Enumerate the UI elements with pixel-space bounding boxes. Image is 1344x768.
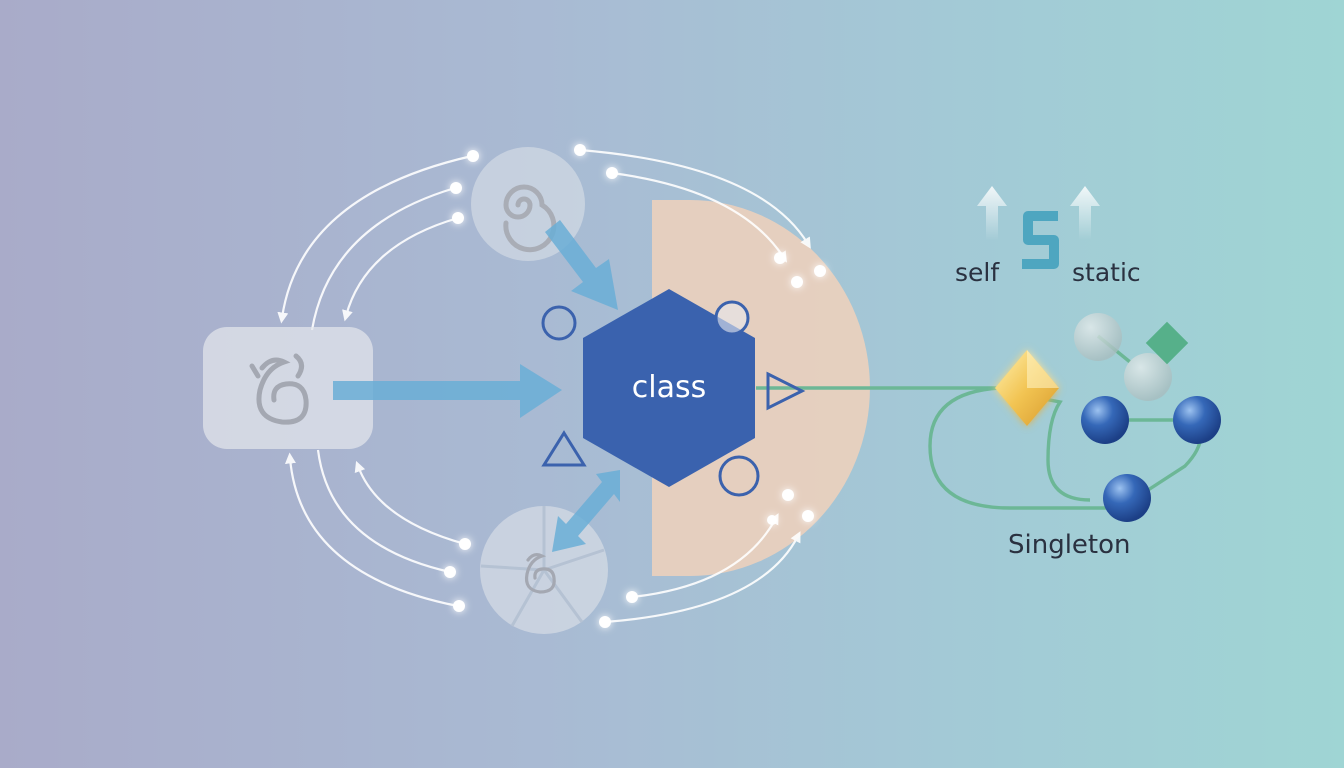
glow-dot (467, 150, 479, 162)
singleton-label: Singleton (1008, 530, 1131, 560)
green-diamond (1145, 321, 1189, 365)
swirl-icon (249, 353, 309, 425)
spiral-icon (503, 184, 557, 253)
up-arrow-icon (1070, 186, 1100, 240)
class-hexagon (583, 289, 755, 487)
arc-bottom-right-outer (604, 531, 801, 624)
outline-shapes (541, 300, 806, 497)
glow-dot (814, 265, 826, 277)
blue-sphere (1081, 396, 1129, 444)
glow-dot (626, 591, 638, 603)
grey-sphere (1074, 313, 1122, 361)
arc-top-left-inner (342, 216, 459, 322)
glow-dot (459, 538, 471, 550)
outline-circle (714, 300, 750, 336)
class-label: class (631, 370, 707, 405)
arc-top-left-middle (310, 186, 456, 331)
arrow-left-to-class (333, 364, 562, 418)
arc-bottom-left-inner (354, 460, 466, 546)
gold-diamond (995, 350, 1059, 426)
glow-dot (453, 600, 465, 612)
swirl-icon-small (524, 553, 556, 594)
glow-dot (782, 489, 794, 501)
glow-dot (774, 252, 786, 264)
arc-bottom-right-inner (631, 513, 779, 599)
blue-sphere (1173, 396, 1221, 444)
cycle-arcs (277, 148, 811, 624)
glow-dot (452, 212, 464, 224)
glow-dot (599, 616, 611, 628)
outline-circle (541, 305, 577, 341)
outline-triangle (766, 371, 806, 411)
flow-arrows (333, 220, 620, 552)
glow-dot (450, 182, 462, 194)
arrow-class-to-bottom (552, 470, 620, 552)
arc-top-left-outer (277, 154, 473, 324)
s-glyph-icon (1022, 211, 1059, 269)
grey-sphere (1124, 353, 1172, 401)
glow-dot (791, 276, 803, 288)
static-label: static (1072, 258, 1141, 287)
arc-top-right-outer (579, 148, 811, 249)
arrow-top-to-class (545, 220, 618, 310)
bottom-segmented-node (480, 506, 608, 634)
glow-dots (444, 144, 826, 628)
glow-dot (444, 566, 456, 578)
self-label: self (955, 258, 1000, 287)
singleton-cluster (995, 313, 1221, 522)
glow-dot (574, 144, 586, 156)
glow-dot (767, 515, 777, 525)
glow-dot (606, 167, 618, 179)
self-static-badge (977, 186, 1100, 269)
outline-circle (718, 455, 760, 497)
glow-dot (802, 510, 814, 522)
blue-sphere (1103, 474, 1151, 522)
arc-bottom-left-middle (316, 449, 451, 574)
left-source-box (203, 327, 373, 449)
arc-top-right-inner (611, 171, 787, 263)
outline-triangle (541, 430, 587, 467)
arc-bottom-left-outer (284, 452, 459, 608)
up-arrow-icon (977, 186, 1007, 240)
